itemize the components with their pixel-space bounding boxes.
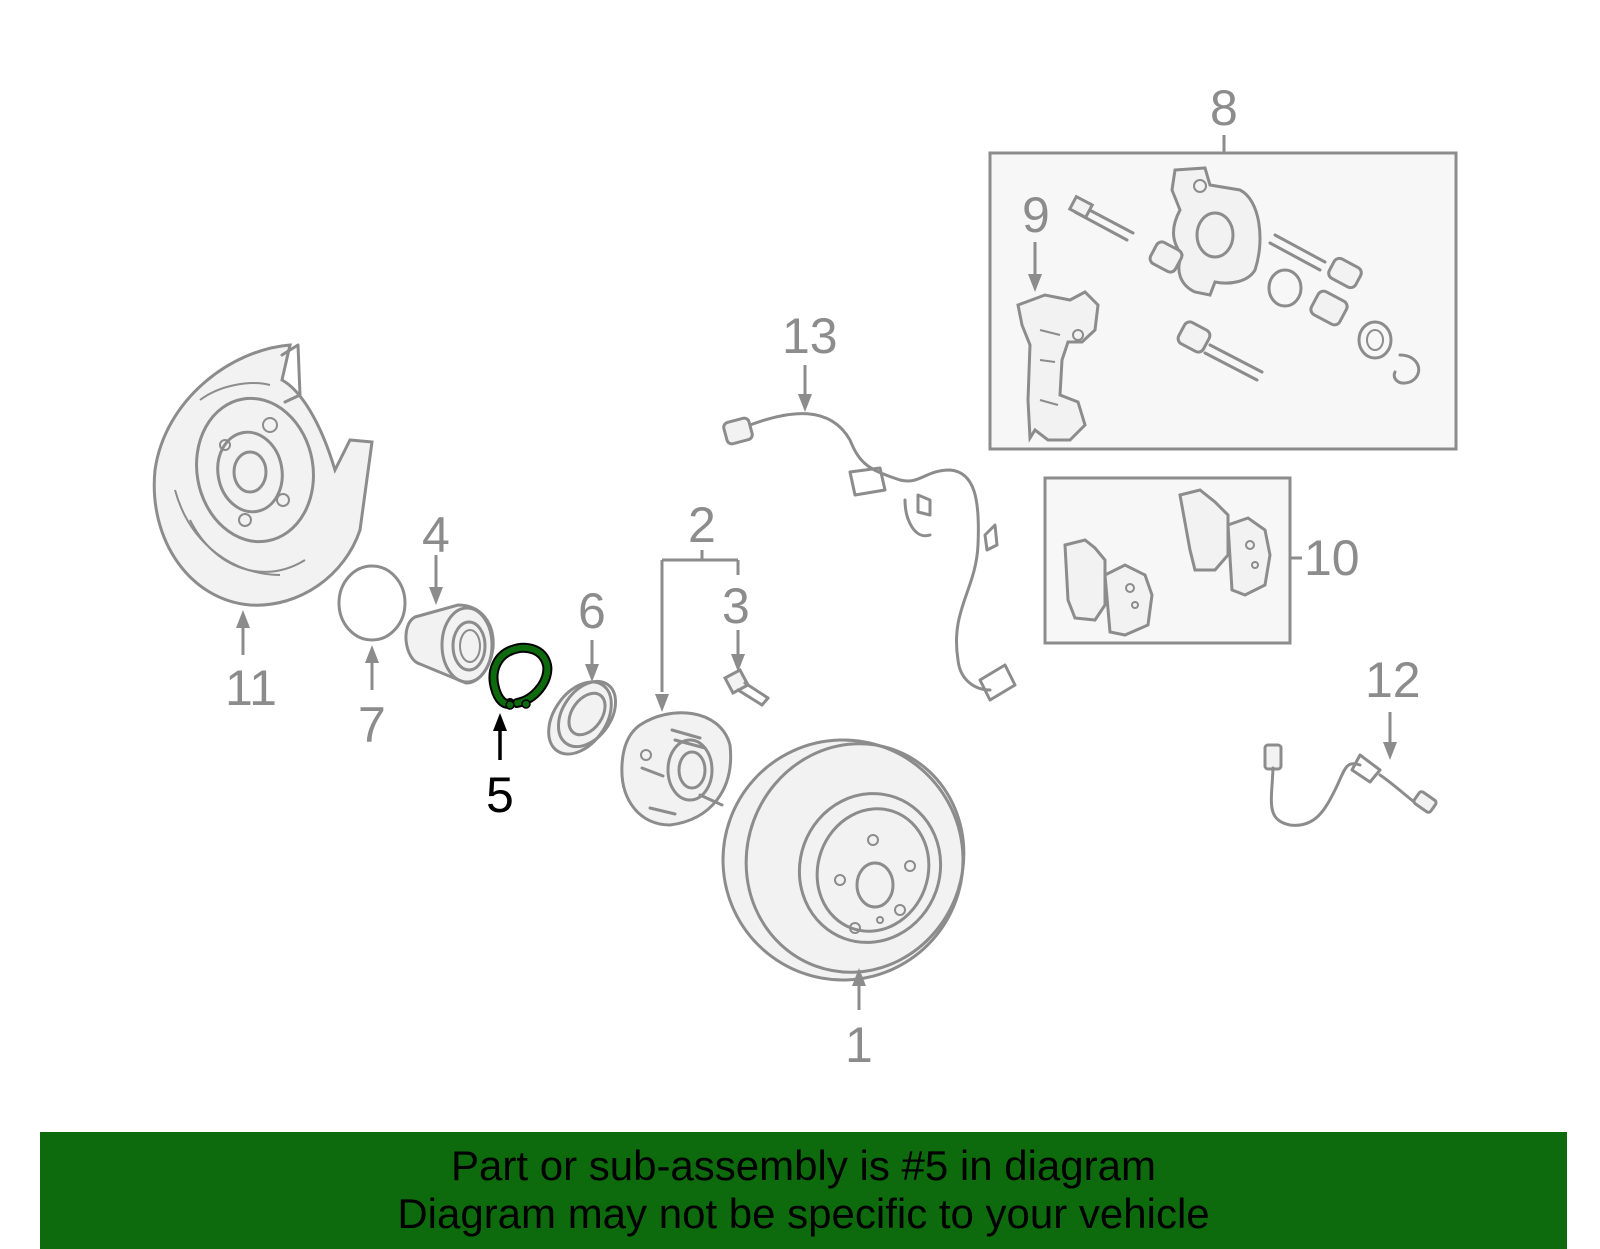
callout-5-number: 5 — [486, 767, 514, 823]
callout-7-number: 7 — [358, 697, 386, 753]
callout-1: 1 — [845, 968, 873, 1073]
part-9-caliper-bracket[interactable] — [1016, 290, 1100, 443]
info-banner: Part or sub-assembly is #5 in diagram Di… — [40, 1132, 1567, 1249]
callout-10-number: 10 — [1304, 530, 1360, 586]
banner-line-2: Diagram may not be specific to your vehi… — [397, 1190, 1210, 1237]
part-12-brake-hose[interactable] — [1263, 743, 1438, 827]
callout-12-number: 12 — [1365, 652, 1421, 708]
callout-11: 11 — [225, 610, 277, 716]
callout-5: 5 — [486, 713, 514, 823]
banner-line-1: Part or sub-assembly is #5 in diagram — [451, 1142, 1156, 1189]
part-3-hub-bolt[interactable] — [722, 667, 770, 707]
callout-10: 10 — [1290, 530, 1360, 586]
callout-11-number: 11 — [225, 660, 277, 716]
callout-3-number: 3 — [722, 578, 750, 634]
callout-4-number: 4 — [422, 507, 450, 563]
callout-1-number: 1 — [845, 1017, 873, 1073]
callout-6: 6 — [578, 583, 606, 682]
part-5-snap-ring[interactable] — [488, 642, 553, 710]
part-1-rotor[interactable] — [689, 706, 997, 1014]
part-7-o-ring[interactable] — [337, 564, 407, 642]
callout-8: 8 — [1210, 80, 1238, 153]
part-10-brake-pads[interactable] — [1043, 476, 1292, 645]
callout-9-number: 9 — [1022, 187, 1050, 243]
callout-12: 12 — [1365, 652, 1421, 760]
part-4-bearing[interactable] — [404, 603, 495, 685]
callout-13: 13 — [782, 308, 838, 412]
callout-3: 3 — [722, 578, 750, 672]
callout-2: 2 — [655, 497, 740, 712]
part-13-abs-sensor[interactable] — [722, 412, 1017, 702]
part-2-hub[interactable] — [620, 711, 733, 827]
callout-8-number: 8 — [1210, 80, 1238, 136]
callout-13-number: 13 — [782, 308, 838, 364]
part-6-seal[interactable] — [536, 670, 628, 765]
part-11-backing-plate[interactable] — [152, 343, 374, 607]
callout-4: 4 — [422, 507, 450, 605]
callout-6-number: 6 — [578, 583, 606, 639]
callout-7: 7 — [358, 645, 386, 753]
callout-2-number: 2 — [688, 497, 716, 553]
callout-9: 9 — [1022, 187, 1050, 292]
